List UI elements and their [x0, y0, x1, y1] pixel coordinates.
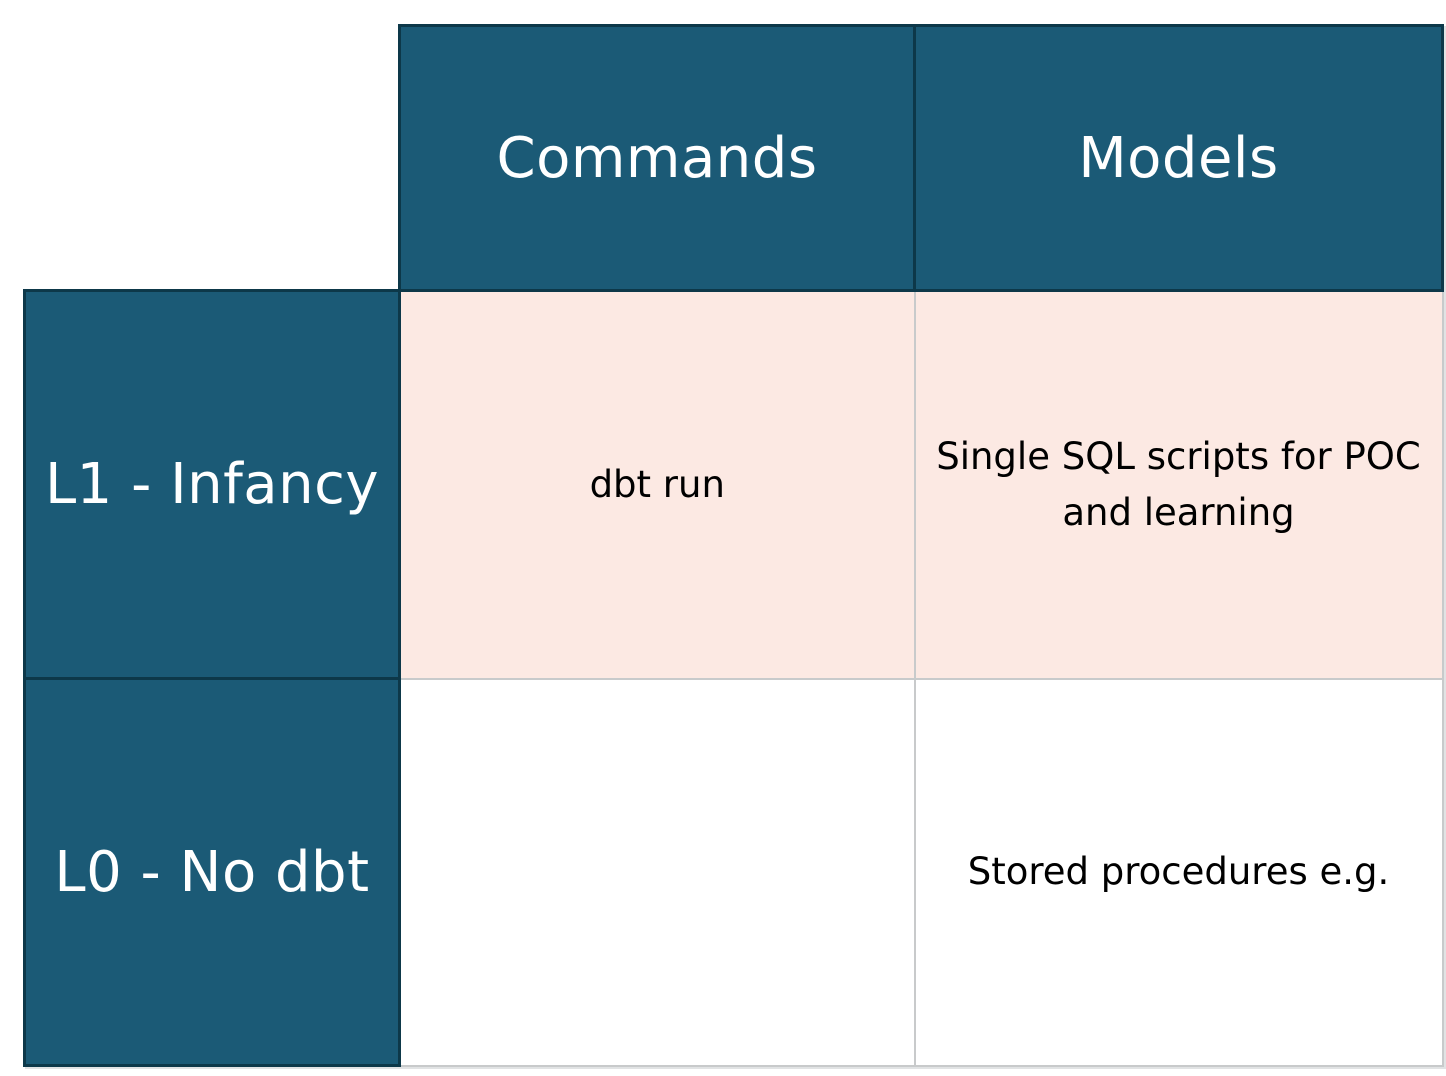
cell-l0-commands — [398, 677, 916, 1067]
column-header-models: Models — [913, 24, 1444, 292]
cell-l1-models: Single SQL scripts for POC and learning — [913, 289, 1444, 680]
row-header-l0-no-dbt: L0 - No dbt — [23, 677, 401, 1067]
corner-empty-cell — [25, 26, 400, 291]
table-row-l1-infancy: L1 - Infancy dbt run Single SQL scripts … — [23, 289, 1444, 680]
cell-l0-models: Stored procedures e.g. — [913, 677, 1444, 1067]
column-header-row: Commands Models — [25, 24, 1444, 292]
column-header-commands: Commands — [398, 24, 916, 292]
maturity-matrix-table: Commands Models L1 - Infancy dbt run Sin… — [23, 24, 1444, 1067]
table-row-l0-no-dbt: L0 - No dbt Stored procedures e.g. — [23, 677, 1444, 1067]
row-header-l1-infancy: L1 - Infancy — [23, 289, 401, 680]
cell-l1-commands: dbt run — [398, 289, 916, 680]
